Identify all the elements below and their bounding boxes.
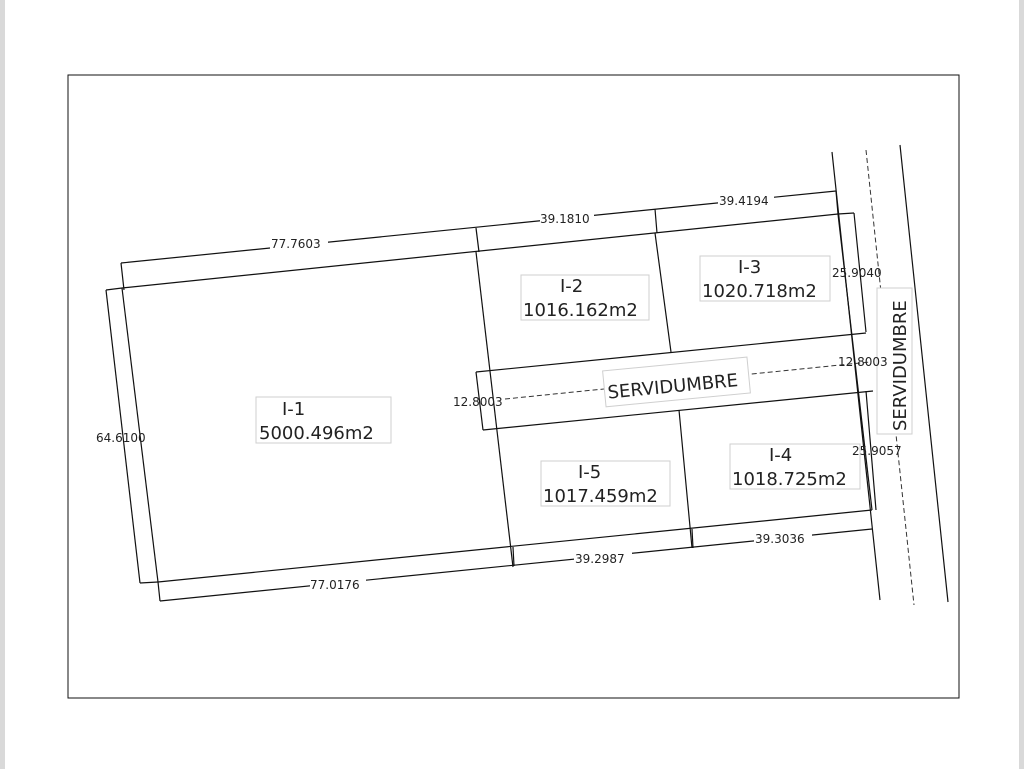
lot-edge-right-offset	[837, 212, 855, 215]
dim-top-mid: 39.1810	[540, 212, 590, 226]
lot-label-i5: I-5 1017.459m2	[540, 460, 671, 507]
lot-id: I-4	[769, 445, 792, 466]
road-edge-left	[831, 151, 881, 601]
dim-servidumbre-right: 12.8003	[838, 355, 888, 369]
lot-label-i4: I-4 1018.725m2	[729, 443, 861, 490]
lot-id: I-3	[738, 257, 761, 278]
dimension-line-top	[120, 190, 837, 264]
road-servidumbre-text: SERVIDUMBRE	[890, 300, 911, 431]
lot-area: 1020.718m2	[702, 281, 817, 302]
drawing-frame	[67, 74, 960, 699]
divider-line	[678, 409, 693, 549]
lot-edge-bottom	[157, 509, 873, 583]
lot-edge-left	[121, 287, 159, 583]
dimension-line-right-top	[853, 212, 867, 333]
dim-right-bottom: 25.9057	[852, 444, 902, 458]
lot-area: 1017.459m2	[543, 486, 658, 507]
extension-line	[691, 528, 694, 549]
extension-line	[475, 227, 480, 253]
divider-line	[654, 232, 672, 353]
lot-id: I-1	[282, 399, 305, 420]
road-servidumbre-label: SERVIDUMBRE	[876, 287, 913, 435]
lot-label-i3: I-3 1020.718m2	[699, 255, 831, 302]
extension-line	[654, 208, 658, 234]
servidumbre-centerline	[504, 361, 871, 400]
lot-area: 1018.725m2	[732, 469, 847, 490]
lot-id: I-5	[578, 462, 601, 483]
dim-left: 64.6100	[96, 431, 146, 445]
extension-line	[512, 546, 515, 567]
extension-line	[105, 287, 123, 291]
page-edge-left	[0, 0, 5, 769]
page-edge-right	[1019, 0, 1024, 769]
road-edge-right	[899, 144, 949, 603]
extension-line	[139, 581, 159, 584]
dim-top-right: 39.4194	[719, 194, 769, 208]
dim-bottom-right: 39.3036	[755, 532, 805, 546]
servidumbre-edge-top	[475, 332, 867, 373]
lot-label-i2: I-2 1016.162m2	[520, 274, 650, 321]
servidumbre-edge-left	[475, 371, 484, 431]
dim-right-top: 25.9040	[832, 266, 882, 280]
dim-servidumbre-left: 12.8003	[453, 395, 503, 409]
lot-area: 5000.496m2	[259, 423, 374, 444]
lot-area: 1016.162m2	[523, 300, 638, 321]
lot-id: I-2	[560, 276, 583, 297]
extension-line	[120, 262, 125, 291]
lot-edge-top	[121, 213, 839, 289]
dim-bottom-mid: 39.2987	[575, 552, 625, 566]
dim-bottom-left: 77.0176	[310, 578, 360, 592]
lot-label-i1: I-1 5000.496m2	[255, 396, 392, 444]
dim-top-left: 77.7603	[271, 237, 321, 251]
divider-line	[475, 251, 514, 568]
servidumbre-edge-bottom	[482, 390, 874, 431]
dimension-line-bottom	[159, 528, 873, 602]
dimension-line-left	[105, 289, 141, 584]
dimension-line-right-bottom	[865, 390, 877, 511]
extension-line	[157, 581, 161, 602]
servidumbre-label: SERVIDUMBRE	[602, 356, 751, 408]
